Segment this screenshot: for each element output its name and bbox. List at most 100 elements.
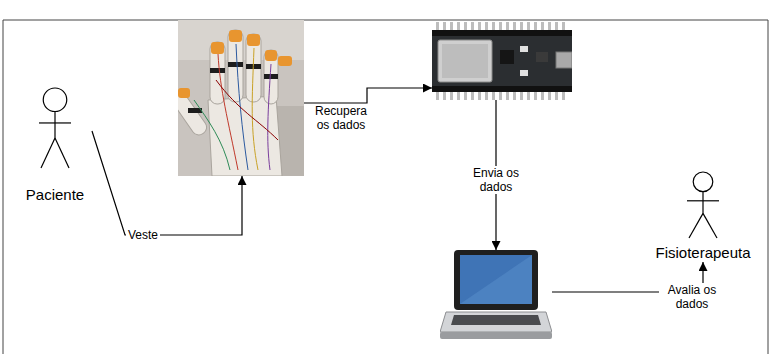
esp32-board [555,22,558,30]
esp32-board [527,92,530,100]
esp32-board [478,92,481,100]
esp32-board [534,22,537,30]
esp32-board [562,92,565,100]
esp32-board [442,44,488,78]
esp32-board [555,92,558,100]
esp32-board [513,22,516,30]
esp32-board [499,92,502,100]
laptop-illustration [440,250,552,342]
esp32-board [548,92,551,100]
esp32-board [443,22,446,30]
esp32-board [520,46,528,52]
frame-line [768,20,769,354]
glove-photo [208,96,282,176]
esp32-board [478,22,481,30]
actor-figure [54,112,55,139]
esp32-board [436,22,439,30]
esp32-board [534,92,537,100]
glove-photo [229,30,242,42]
flow-arrow [304,88,432,103]
esp32-board [432,22,572,100]
esp32-board [506,92,509,100]
actor: Paciente [18,86,92,204]
actor-figure [687,172,719,238]
glove-photo [188,62,278,113]
microcontroller-image [432,22,572,100]
esp32-board [457,22,460,30]
glove-photo [178,20,304,176]
glove-photo [264,74,278,79]
esp32-board [520,92,523,100]
frame-line [3,20,4,354]
esp32-board [492,22,495,30]
esp32-board [506,22,509,30]
glove-photo [228,30,243,102]
esp32-board [520,22,523,30]
esp32-board [562,22,565,30]
esp32-board [443,92,446,100]
glove-photo [194,100,230,170]
esp32-board [432,30,572,92]
edge-label: Recupera os dados [312,104,370,133]
esp32-board [471,92,474,100]
esp32-board [464,92,467,100]
esp32-board [556,52,572,68]
laptop-illustration [440,332,552,339]
esp32-board [450,92,453,100]
glove-photo [216,80,278,140]
glove-image [178,20,304,176]
actor-figure [689,213,703,238]
actor-label: Fisioterapeuta [655,244,750,262]
glove-photo [265,50,277,61]
actor-figure [693,172,713,192]
laptop-image [440,250,552,342]
esp32-board [500,50,514,64]
actor-label: Paciente [26,186,84,204]
actor-figure [687,200,719,201]
actor-figure [55,138,69,168]
glove-photo [218,54,238,170]
edge-label: Envia os dados [463,166,529,195]
edge-label: Veste [126,228,160,242]
actor-figure [18,86,92,170]
esp32-board [536,52,548,62]
actor-figure [702,192,703,214]
esp32-board [450,22,453,30]
esp32-board [464,22,467,30]
esp32-board [513,92,516,100]
esp32-board [457,92,460,100]
actor-figure [703,213,717,238]
esp32-board [541,92,544,100]
esp32-board [438,40,492,82]
actor-figure [41,138,55,168]
esp32-board [520,70,528,76]
esp32-board [499,22,502,30]
glove-photo [178,20,304,176]
actor-figure [650,170,756,240]
esp32-board [432,30,572,36]
glove-photo [178,30,282,176]
laptop-illustration [460,255,532,304]
esp32-board [527,22,530,30]
laptop-illustration [454,250,538,310]
glove-photo [236,44,248,170]
laptop-illustration [451,315,541,325]
glove-photo [178,88,190,98]
laptop-illustration [460,255,532,304]
glove-photo [268,64,271,170]
esp32-board [492,92,495,100]
edge-label: Avalia os dados [659,283,725,312]
glove-photo [194,44,278,170]
actor-figure [39,88,71,168]
esp32-board [485,92,488,100]
glove-photo [247,34,260,46]
glove-photo [210,68,225,73]
laptop-illustration [440,312,552,332]
frame-line [3,20,768,21]
glove-photo [264,50,278,104]
glove-photo [228,62,243,67]
esp32-board [548,22,551,30]
actor-figure [39,122,71,123]
glove-photo [252,48,258,170]
